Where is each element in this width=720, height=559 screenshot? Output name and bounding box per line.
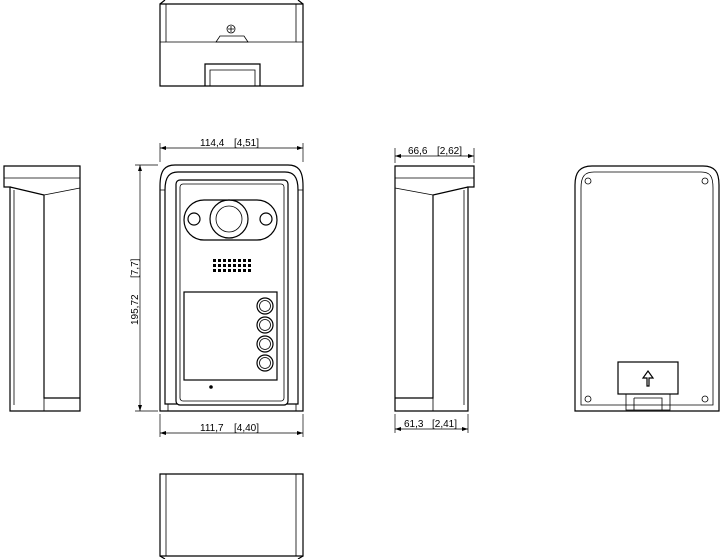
call-button-inner <box>259 338 271 350</box>
grille-hole <box>213 269 216 272</box>
grille-hole <box>233 269 236 272</box>
grille-hole <box>233 259 236 262</box>
call-button <box>256 354 274 372</box>
call-button <box>256 297 274 315</box>
side-depth-top-label: 66,6 <box>408 146 428 157</box>
call-button <box>256 335 274 353</box>
front-width-bottom-inches: [4,40] <box>234 423 259 434</box>
top-view <box>159 0 304 87</box>
grille-hole <box>243 259 246 262</box>
grille-hole <box>218 269 221 272</box>
grille-hole <box>218 264 221 267</box>
front-height-label: 195,72 <box>130 294 141 325</box>
screw-icon <box>584 177 709 403</box>
grille-hole <box>218 259 221 262</box>
screw-icon <box>226 24 236 34</box>
grille-hole <box>248 264 251 267</box>
grille-hole <box>233 264 236 267</box>
grille-hole <box>223 264 226 267</box>
bottom-view <box>159 473 304 559</box>
grille-hole <box>248 259 251 262</box>
front-width-bottom-label: 111,7 <box>200 423 224 434</box>
front-width-top-inches: [4,51] <box>234 138 259 149</box>
mount-bracket <box>617 361 679 395</box>
side-depth-bottom-label: 61,3 <box>404 419 424 430</box>
grille-hole <box>248 269 251 272</box>
call-button-inner <box>259 357 271 369</box>
grille-hole <box>238 259 241 262</box>
name-plate <box>183 291 278 381</box>
side-depth-bottom-inches: [2,41] <box>432 419 457 430</box>
grille-hole <box>223 259 226 262</box>
grille-hole <box>228 259 231 262</box>
side-depth-top-inches: [2,62] <box>437 146 462 157</box>
grille-hole <box>213 259 216 262</box>
speaker-grille-icon <box>213 259 251 272</box>
back-view <box>574 165 720 412</box>
front-height-inches: [7,7] <box>130 258 141 278</box>
grille-hole <box>228 269 231 272</box>
grille-hole <box>243 264 246 267</box>
call-button-inner <box>259 319 271 331</box>
grille-hole <box>213 264 216 267</box>
grille-hole <box>223 269 226 272</box>
front-view <box>159 164 304 412</box>
camera-icon <box>183 199 278 241</box>
left-side-view <box>3 165 81 412</box>
front-dimensions: 114,4 [4,51] 111,7 [4,40] 195,72 [7,7] <box>130 138 304 437</box>
grille-hole <box>228 264 231 267</box>
right-side-view <box>394 165 475 412</box>
grille-hole <box>243 269 246 272</box>
call-button <box>256 316 274 334</box>
grille-hole <box>238 264 241 267</box>
microphone-hole <box>209 385 213 389</box>
front-width-top-label: 114,4 <box>200 138 225 149</box>
up-arrow-icon <box>641 369 655 387</box>
call-button-inner <box>259 300 271 312</box>
grille-hole <box>238 269 241 272</box>
side-dimensions: 66,6 [2,62] 61,3 [2,41] <box>394 146 475 433</box>
call-buttons <box>256 297 274 372</box>
